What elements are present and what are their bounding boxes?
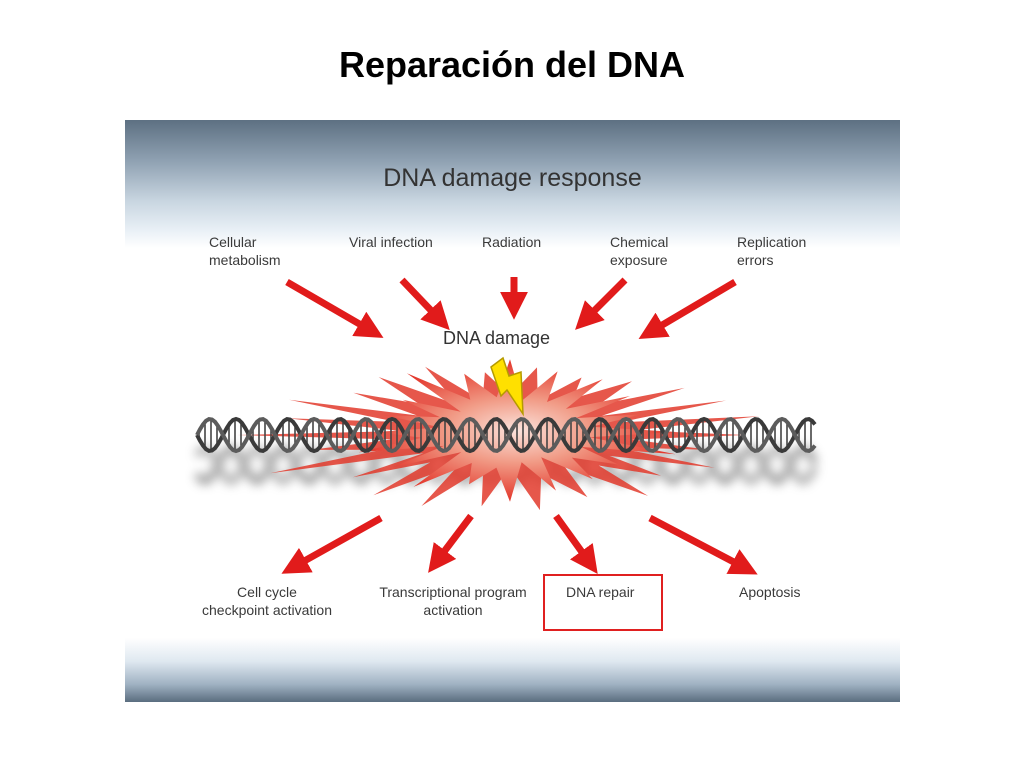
cause-viral-infection: Viral infection (349, 234, 433, 250)
cause-replication-errors: Replication errors (737, 234, 807, 268)
arrow-cellular-metabolism (285, 278, 384, 338)
response-dna-repair: DNA repair (566, 584, 635, 600)
arrow-chemical-exposure (575, 277, 628, 330)
dna-damage-response-figure: DNA damage response Cellular metabolism … (125, 120, 900, 702)
response-cell-cycle-checkpoint: Cell cycle checkpoint activation (202, 584, 332, 618)
dna-damage-label: DNA damage (443, 328, 551, 348)
dna-helix (195, 416, 817, 454)
response-apoptosis: Apoptosis (739, 584, 801, 600)
cause-chemical-exposure: Chemical exposure (610, 234, 669, 268)
arrow-apoptosis (648, 514, 758, 575)
arrow-transcriptional (428, 513, 474, 573)
cause-radiation: Radiation (482, 234, 542, 250)
slide-title: Reparación del DNA (338, 44, 686, 85)
arrow-replication-errors (638, 278, 737, 339)
arrow-dna-repair (553, 513, 598, 574)
cause-arrows (285, 277, 737, 339)
arrow-viral-infection (399, 277, 450, 331)
figure-title: DNA damage response (383, 164, 642, 192)
response-transcriptional-program: Transcriptional program activation (379, 584, 527, 618)
lightning-bolt-icon (490, 356, 524, 417)
cause-cellular-metabolism: Cellular metabolism (209, 234, 281, 268)
response-arrows (281, 513, 758, 575)
arrow-cell-cycle (281, 514, 383, 574)
dna-repair-highlight-box (543, 574, 663, 631)
diagram-graphics (193, 277, 819, 575)
